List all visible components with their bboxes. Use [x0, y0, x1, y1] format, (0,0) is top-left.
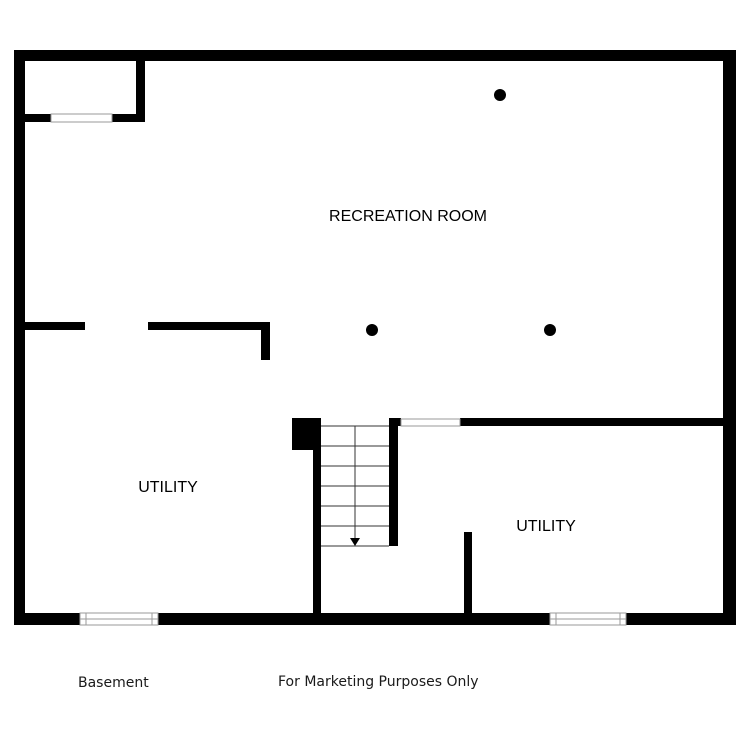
- room-label-utility-left: UTILITY: [138, 479, 198, 496]
- closet-window: [50, 113, 113, 123]
- stair-wall-left: [313, 418, 321, 618]
- utility-right-divider: [464, 532, 472, 618]
- exterior-wall-right: [723, 50, 736, 625]
- support-post-icon: [494, 89, 506, 101]
- support-post-icon: [544, 324, 556, 336]
- stair-top-opening: [400, 418, 461, 427]
- exterior-wall-left: [14, 50, 25, 625]
- utility-right-top-wall: [460, 418, 730, 426]
- windows: [50, 113, 627, 626]
- closet-wall-bottom-right: [112, 114, 145, 122]
- staircase: [321, 425, 389, 547]
- utility-right-wall-stub: [389, 418, 401, 426]
- walls: [14, 50, 736, 625]
- exterior-wall-top: [14, 50, 736, 61]
- marketing-disclaimer: For Marketing Purposes Only: [278, 674, 479, 690]
- exterior-wall-bottom-middle: [158, 613, 550, 625]
- closet-wall-vertical: [136, 56, 145, 122]
- floor-name-caption: Basement: [78, 675, 149, 691]
- partition-stub: [261, 322, 270, 360]
- stair-down-arrow-icon: [350, 538, 360, 546]
- room-label-recreation: RECREATION ROOM: [329, 208, 487, 225]
- room-label-utility-right: UTILITY: [516, 518, 576, 535]
- support-posts: [366, 89, 556, 336]
- support-post-icon: [366, 324, 378, 336]
- exterior-wall-bottom-right: [626, 613, 736, 625]
- stair-wall-right: [389, 418, 398, 546]
- exterior-wall-bottom-left: [14, 613, 80, 625]
- partition-left-b: [148, 322, 270, 330]
- closet-wall-bottom-left: [20, 114, 51, 122]
- partition-left-a: [20, 322, 85, 330]
